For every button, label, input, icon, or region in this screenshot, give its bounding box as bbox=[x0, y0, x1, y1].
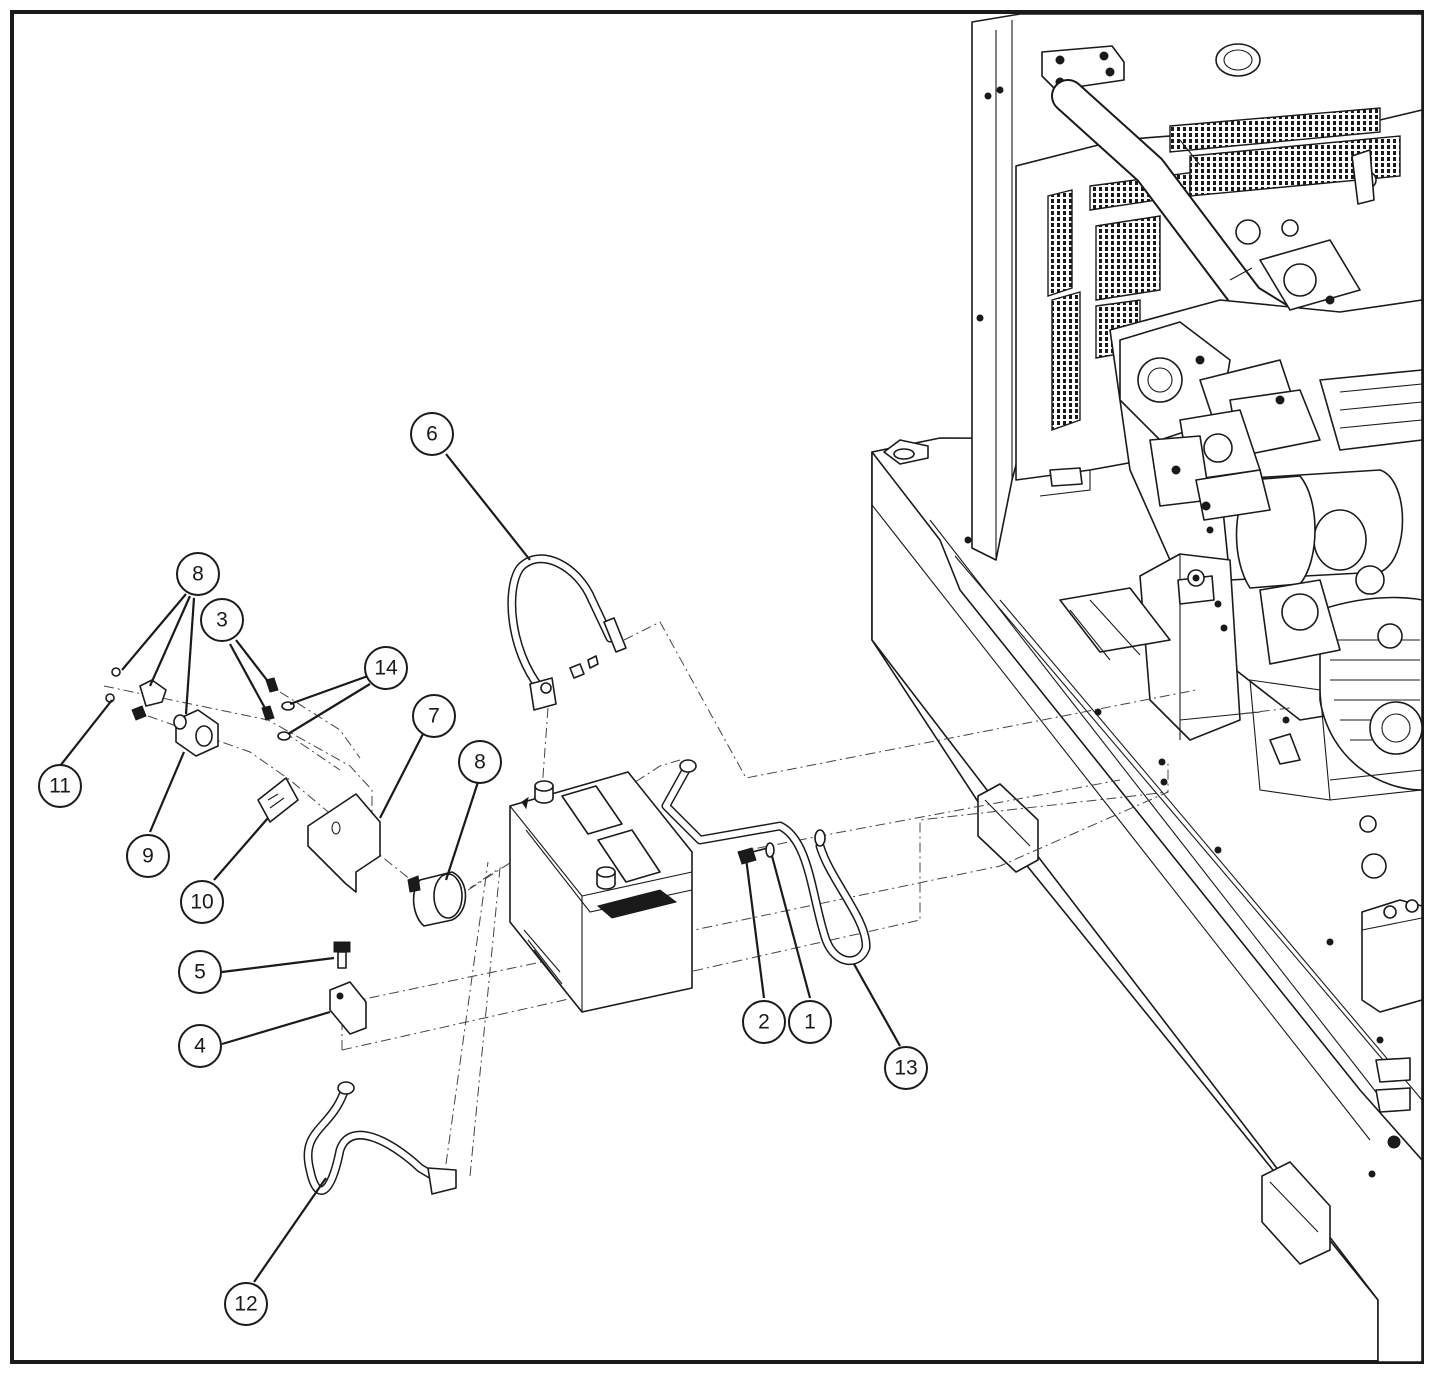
balloon-1: 1 bbox=[788, 1000, 832, 1044]
balloon-9: 9 bbox=[126, 834, 170, 878]
battery bbox=[509, 771, 693, 1013]
svg-text:14: 14 bbox=[374, 657, 398, 680]
balloon-7: 7 bbox=[412, 694, 456, 738]
balloon-11: 11 bbox=[38, 764, 82, 808]
cable-6 bbox=[507, 554, 627, 711]
svg-text:7: 7 bbox=[428, 705, 440, 728]
balloon-10: 10 bbox=[180, 880, 224, 924]
svg-text:12: 12 bbox=[234, 1293, 257, 1316]
svg-text:1: 1 bbox=[804, 1011, 816, 1034]
balloon-8-terminals: 8 bbox=[176, 552, 220, 596]
balloon-6: 6 bbox=[410, 412, 454, 456]
svg-text:11: 11 bbox=[49, 775, 71, 798]
svg-text:3: 3 bbox=[216, 609, 228, 632]
balloon-12: 12 bbox=[224, 1282, 268, 1326]
svg-text:4: 4 bbox=[194, 1035, 206, 1058]
svg-text:9: 9 bbox=[142, 845, 154, 868]
balloon-3: 3 bbox=[200, 598, 244, 642]
svg-text:2: 2 bbox=[758, 1011, 770, 1034]
small-hardware bbox=[105, 667, 775, 1035]
svg-text:5: 5 bbox=[194, 961, 206, 984]
svg-text:8: 8 bbox=[474, 751, 486, 774]
balloon-5: 5 bbox=[178, 950, 222, 994]
leader-lines bbox=[59, 453, 901, 1283]
svg-text:6: 6 bbox=[426, 423, 438, 446]
svg-text:10: 10 bbox=[190, 891, 213, 914]
balloon-14: 14 bbox=[364, 646, 408, 690]
cable-13 bbox=[661, 759, 871, 966]
balloon-2: 2 bbox=[742, 1000, 786, 1044]
balloon-8-switch: 8 bbox=[458, 740, 502, 784]
cable-12 bbox=[303, 1081, 457, 1195]
balloon-13: 13 bbox=[884, 1046, 928, 1090]
svg-text:13: 13 bbox=[894, 1057, 917, 1080]
svg-text:8: 8 bbox=[192, 563, 204, 586]
generator-assembly bbox=[871, 13, 1423, 1363]
balloon-4: 4 bbox=[178, 1024, 222, 1068]
